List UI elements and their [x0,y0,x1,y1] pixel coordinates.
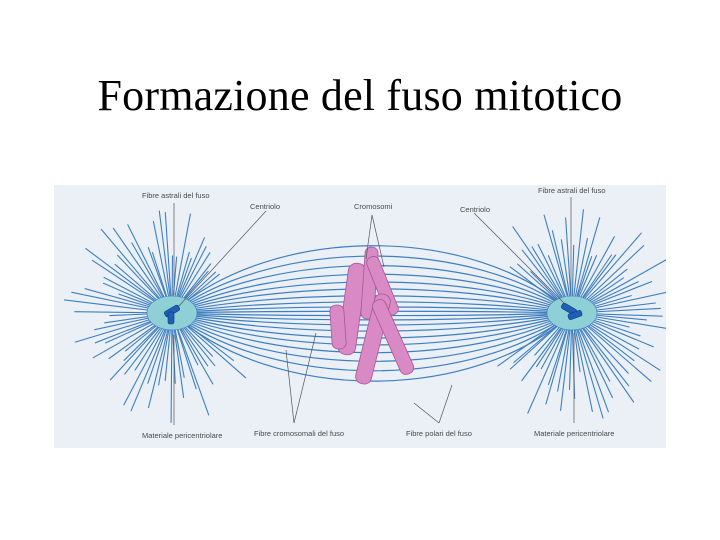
label-chromosomal-fibers: Fibre cromosomali del fuso [254,429,344,438]
chromosome [371,299,415,375]
label-astral-fibers-right: Fibre astrali del fuso [538,186,606,195]
label-centriole-left: Centriolo [250,202,280,211]
mitotic-spindle-figure: Fibre astrali del fuso Centriolo Cromoso… [54,185,666,448]
label-centriole-right: Centriolo [460,205,490,214]
chromosomes [329,246,415,385]
astral-fiber [527,312,573,414]
label-astral-fibers-left: Fibre astrali del fuso [142,191,210,200]
spindle-fiber [171,312,573,382]
spindle-fiber [171,245,573,314]
label-polar-fibers: Fibre polari del fuso [406,429,472,438]
astral-fiber [170,312,173,423]
astral-fiber [571,312,604,419]
leader-lines [173,197,575,425]
centriole-right [561,302,583,320]
spindle-diagram: Fibre astrali del fuso Centriolo Cromoso… [63,186,666,440]
label-pericentriolar-left: Materiale pericentriolare [142,431,222,440]
centriole-left [164,304,180,325]
slide-title: Formazione del fuso mitotico [97,71,623,120]
label-chromosomes: Cromosomi [354,202,393,211]
chromosome [329,304,347,350]
label-pericentriolar-right: Materiale pericentriolare [534,429,614,438]
astral-fiber [171,312,210,416]
